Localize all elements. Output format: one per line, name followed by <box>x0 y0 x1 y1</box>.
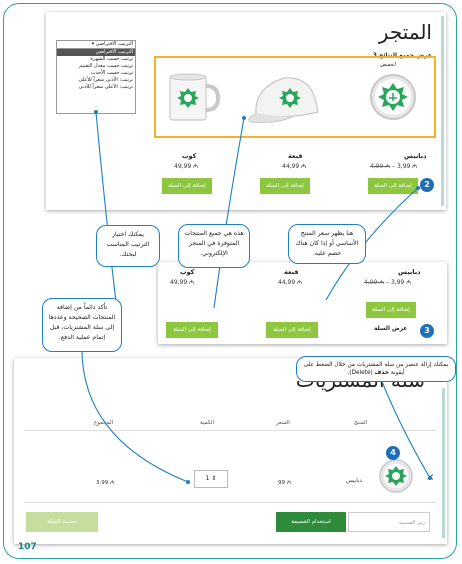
results-count: عرض جميع النتائج 3 <box>372 52 432 59</box>
products-highlight-frame <box>154 56 436 138</box>
page-frame <box>3 3 457 559</box>
divider <box>24 502 437 503</box>
sort-option[interactable]: ترتيب: الأدنى سعراً للأعلى <box>78 77 133 83</box>
delete-icon[interactable]: × <box>426 472 435 483</box>
add-to-cart-button[interactable]: إضافة إلى السلة <box>366 302 416 318</box>
product-name[interactable]: قبعة <box>288 152 303 160</box>
chevron-down-icon: ▾ <box>91 41 95 47</box>
product-name[interactable]: دبابيس <box>398 268 421 276</box>
coupon-input[interactable]: رمز القسيمة <box>348 512 430 532</box>
cap-product-image[interactable] <box>246 68 326 124</box>
cart-screenshot: سلة المشتريات المنتج السعر الكمية المجمو… <box>14 358 447 544</box>
step-marker-2: 2 <box>420 178 434 192</box>
sale-badge: تخفيض! <box>380 62 397 68</box>
callout-remove-item: يمكنك إزالة عنصر من سلة المشتريات من خلا… <box>296 356 456 382</box>
sort-option[interactable]: ترتيب حسب معدل التقييم <box>79 63 133 69</box>
cart-product-name[interactable]: دبابيس <box>346 478 362 484</box>
quantity-value[interactable]: 1 <box>205 475 210 482</box>
step-marker-3: 3 <box>420 324 434 338</box>
product-name[interactable]: كوب <box>182 152 197 160</box>
product-price: ₼ 49,99 <box>174 163 198 170</box>
product-name[interactable]: دبابيس <box>404 152 427 160</box>
callout-sort: يمكنك اختيار الترتيب المناسب لبحثك. <box>96 225 160 267</box>
stepper-arrows-icon[interactable]: ⇕ <box>211 475 217 482</box>
store-added-screenshot: دبابيس ₼ 3,99 – ₼ 4,99 قبعة ₼ 44,99 كوب … <box>158 262 447 344</box>
callout-check-cart: تأكد دائماً من إضافة المنتجات الصحيحة وع… <box>42 298 122 352</box>
cart-row-total: ₼ 3.99 <box>96 480 115 486</box>
product-price: ₼ 49,99 <box>170 279 194 286</box>
add-to-cart-button[interactable]: إضافة إلى السلة <box>166 322 218 338</box>
sort-option[interactable]: الترتيب الافتراضي <box>57 49 135 56</box>
page-number: 107 <box>18 542 37 552</box>
store-title: المتجر <box>378 20 432 44</box>
update-cart-button[interactable]: تحديث السلة <box>26 512 98 532</box>
quantity-stepper[interactable]: 1 ⇕ <box>194 470 228 488</box>
product-price: ₼ 3,99 – ₼ 4,99 <box>364 279 412 286</box>
sort-option[interactable]: ترتيب: الأعلى سعراً للأدنى <box>78 84 133 90</box>
product-name[interactable]: قبعة <box>284 268 299 276</box>
scrollbar[interactable] <box>441 16 444 206</box>
sort-selected[interactable]: الترتيب الافتراضي ▾ <box>57 41 135 49</box>
col-header-qty: الكمية <box>200 420 215 426</box>
cart-product-price: ₼ 99 <box>278 480 292 486</box>
product-price: ₼ 44,99 <box>282 163 306 170</box>
add-to-cart-button[interactable]: إضافة إلى السلة <box>368 178 418 194</box>
pin-thumbnail-image <box>379 459 413 493</box>
pin-product-image[interactable] <box>368 72 418 122</box>
product-price: ₼ 44,99 <box>278 279 302 286</box>
product-name[interactable]: كوب <box>180 268 195 276</box>
sort-option[interactable]: ترتيب حسب الشهرة <box>90 56 133 62</box>
col-header-product: المنتج <box>354 420 368 426</box>
callout-all-products: هذه هي جميع المنتجات المتوفرة في المتجر … <box>178 224 250 268</box>
apply-coupon-button[interactable]: استخدام القسيمة <box>276 512 346 532</box>
view-cart-link[interactable]: عرض السلة <box>374 326 408 332</box>
store-screenshot: المتجر عرض جميع النتائج 3 الترتيب الافتر… <box>46 12 446 210</box>
divider <box>24 430 437 431</box>
sort-option[interactable]: ترتيب حسب الأحدث <box>90 70 133 76</box>
scrollbar[interactable] <box>442 388 445 538</box>
add-to-cart-button[interactable]: إضافة إلى السلة <box>266 322 318 338</box>
callout-old-price: هنا يظهر سعر المنتج الأساسي أو إذا كان ه… <box>288 224 366 264</box>
mug-product-image[interactable] <box>164 72 222 124</box>
product-price: ₼ 3,99 – ₼ 4,99 <box>370 163 418 170</box>
col-header-price: السعر <box>276 420 290 426</box>
col-header-total: المجموع <box>94 420 114 426</box>
add-to-cart-button[interactable]: إضافة إلى السلة <box>162 178 212 194</box>
sort-dropdown[interactable]: الترتيب الافتراضي ▾ الترتيب الافتراضي تر… <box>56 40 136 114</box>
add-to-cart-button[interactable]: إضافة إلى السلة <box>260 178 310 194</box>
step-marker-4: 4 <box>386 446 400 460</box>
